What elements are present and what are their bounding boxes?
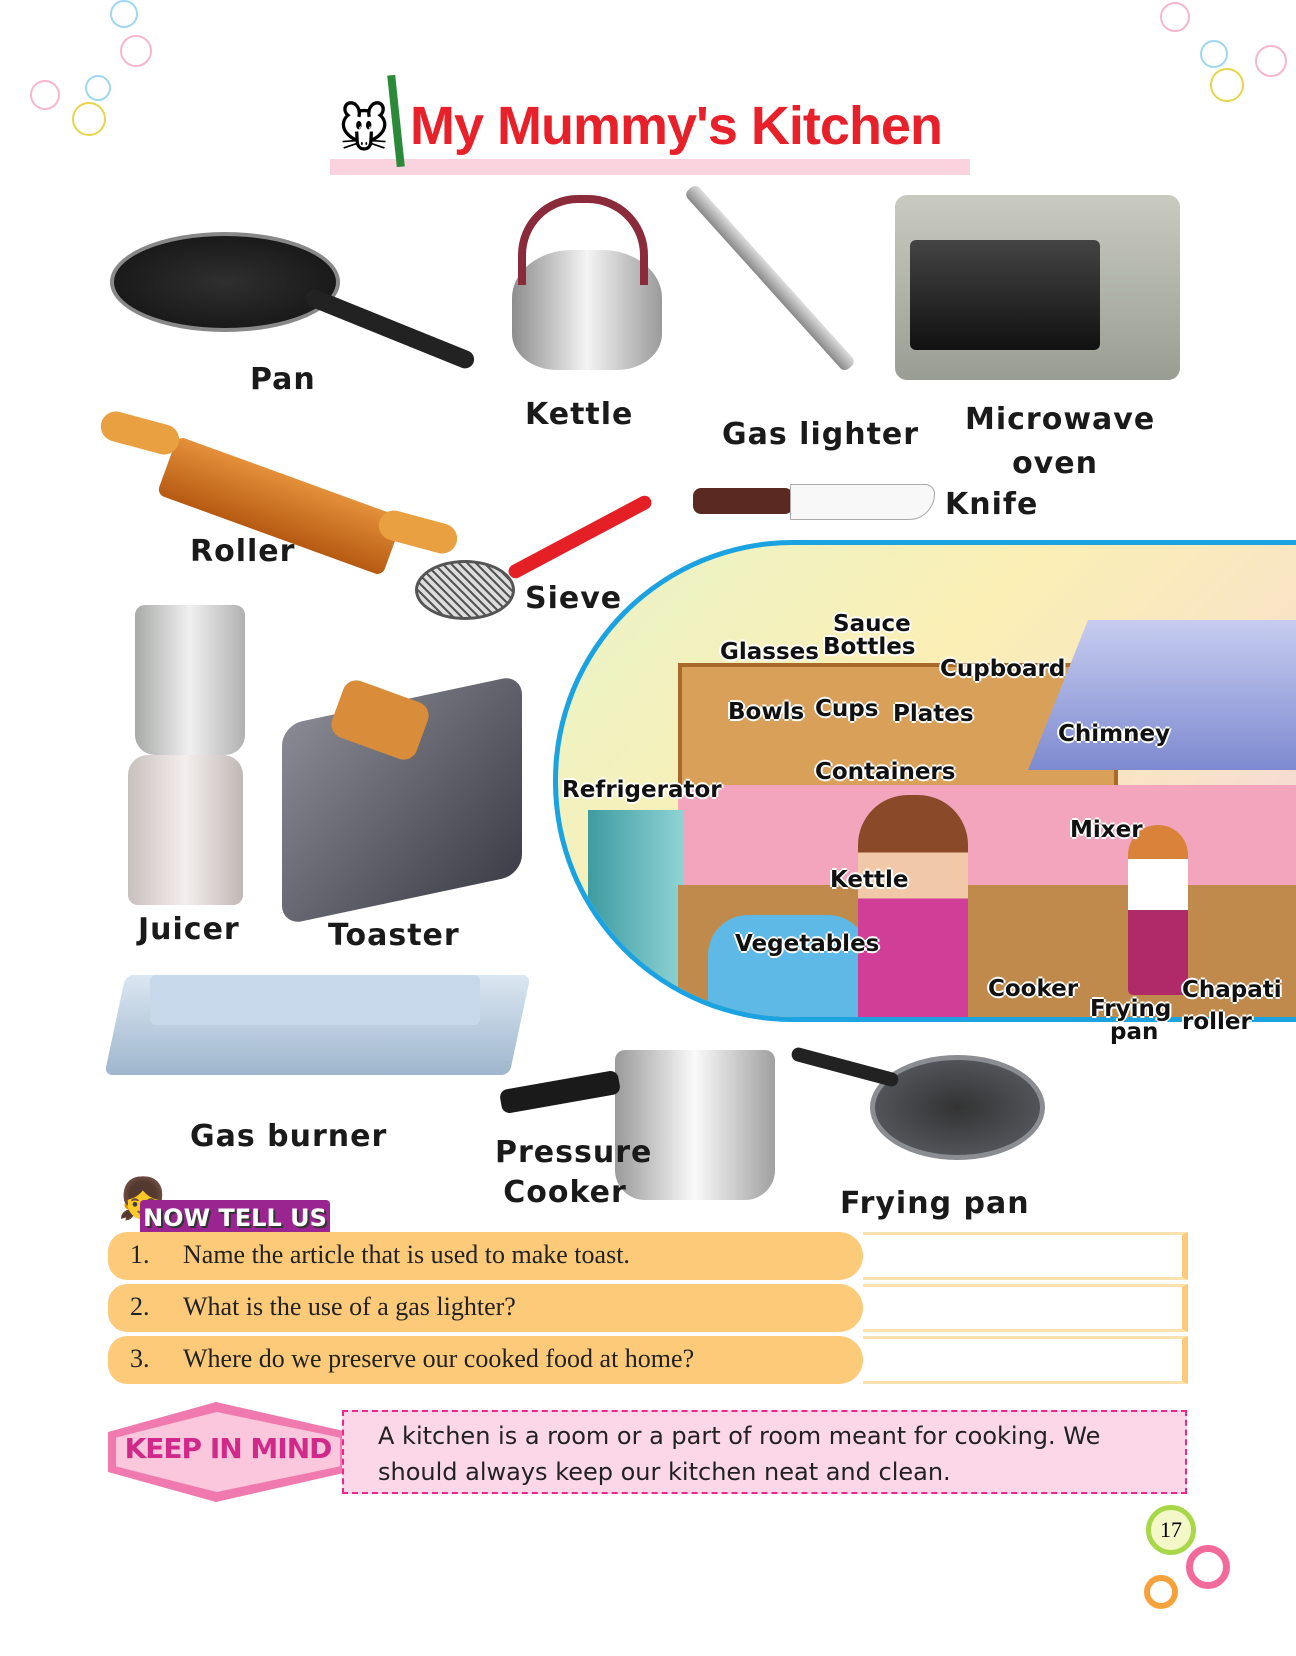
flower-decoration: [1186, 1545, 1230, 1589]
scene-label-containers: Containers: [815, 759, 956, 785]
scene-label-refrigerator: Refrigerator: [562, 777, 722, 803]
mouse-mascot-icon: 🐭: [338, 101, 391, 159]
keep-in-mind-heading: KEEP IN MIND: [124, 1432, 333, 1465]
question-row: 3. Where do we preserve our cooked food a…: [108, 1336, 1188, 1384]
vegetable-table: [708, 915, 868, 1017]
kitchen-scene: [553, 540, 1296, 1022]
scene-label-kettle: Kettle: [830, 867, 909, 893]
scene-label-bowls: Bowls: [728, 699, 805, 725]
question-row: 1. Name the article that is used to make …: [108, 1232, 1188, 1280]
scene-label-cupboard: Cupboard: [940, 656, 1066, 682]
bubble-decoration: [1210, 68, 1244, 102]
gas-burner-top: [150, 975, 480, 1025]
keep-in-mind-badge: KEEP IN MIND: [108, 1402, 348, 1502]
scene-label-frying-pan: pan: [1110, 1019, 1159, 1045]
label-juicer: Juicer: [138, 912, 240, 947]
scene-label-plates: Plates: [893, 701, 974, 727]
kettle-handle: [518, 195, 648, 285]
question-text: Name the article that is used to make to…: [183, 1240, 630, 1269]
page-number: 17: [1146, 1505, 1196, 1555]
frying-pan-handle: [790, 1046, 900, 1088]
answer-space[interactable]: [863, 1284, 1188, 1332]
label-sieve: Sieve: [525, 581, 623, 616]
microwave-oven-image: [895, 195, 1180, 380]
scene-label-chimney: Chimney: [1058, 721, 1171, 747]
gas-lighter-image: [683, 183, 857, 373]
label-toaster: Toaster: [328, 918, 460, 953]
label-gas-lighter: Gas lighter: [722, 417, 920, 452]
question-text: Where do we preserve our cooked food at …: [183, 1344, 695, 1373]
boy-character: [1128, 825, 1188, 995]
question-number: 2.: [130, 1292, 150, 1321]
scene-label-cooker: Cooker: [988, 976, 1079, 1002]
page-title: 🐭 My Mummy's Kitchen: [330, 74, 970, 175]
scene-label-frying-pan: Frying: [1090, 996, 1172, 1022]
label-roller: Roller: [190, 534, 296, 569]
knife-handle-image: [693, 488, 793, 514]
scene-label-cups: Cups: [815, 696, 879, 722]
pressure-cooker-handle: [498, 1069, 622, 1115]
chimney-image: [1028, 620, 1296, 770]
bubble-decoration: [85, 75, 111, 101]
roller-handle: [97, 408, 183, 458]
label-knife: Knife: [945, 487, 1039, 522]
bubble-decoration: [30, 80, 60, 110]
scene-label-chapati-roller: Chapati: [1182, 977, 1282, 1003]
sieve-image: [415, 560, 515, 620]
pressure-cooker-image: [615, 1050, 775, 1200]
bubble-decoration: [1160, 2, 1190, 32]
question-text: What is the use of a gas lighter?: [183, 1292, 516, 1321]
juicer-image: [135, 605, 245, 755]
title-underline: [330, 159, 970, 175]
title-text: My Mummy's Kitchen: [410, 96, 943, 156]
bubble-decoration: [120, 35, 152, 67]
scene-label-vegetables: Vegetables: [735, 931, 880, 957]
label-kettle: Kettle: [525, 397, 634, 432]
pan-handle: [303, 286, 477, 372]
scene-label-mixer: Mixer: [1070, 817, 1143, 843]
keep-in-mind-text: A kitchen is a room or a part of room me…: [342, 1410, 1187, 1494]
scene-label-sauce-bottles: Sauce: [833, 611, 911, 637]
label-frying-pan: Frying pan: [840, 1186, 1030, 1221]
scene-label-glasses: Glasses: [720, 639, 819, 665]
knife-blade-image: [790, 484, 935, 520]
label-gas-burner: Gas burner: [190, 1119, 388, 1154]
juicer-base: [128, 755, 243, 905]
flower-decoration: [1144, 1575, 1178, 1609]
question-number: 3.: [130, 1344, 150, 1373]
bubble-decoration: [1255, 45, 1287, 77]
question-row: 2. What is the use of a gas lighter?: [108, 1284, 1188, 1332]
bubble-decoration: [1200, 40, 1228, 68]
refrigerator-image: [588, 810, 683, 1017]
pan-image: [110, 232, 340, 332]
now-tell-us-heading: NOW TELL US: [140, 1200, 330, 1236]
scene-label-sauce-bottles: Bottles: [823, 634, 916, 660]
bubble-decoration: [110, 0, 138, 28]
sieve-handle: [506, 493, 654, 581]
answer-space[interactable]: [863, 1232, 1188, 1280]
mother-character: [858, 795, 968, 1017]
bubble-decoration: [72, 102, 106, 136]
scene-label-chapati-roller: roller: [1182, 1009, 1252, 1035]
answer-space[interactable]: [863, 1336, 1188, 1384]
frying-pan-image: [870, 1055, 1045, 1160]
question-number: 1.: [130, 1240, 150, 1269]
label-pan: Pan: [250, 362, 316, 397]
